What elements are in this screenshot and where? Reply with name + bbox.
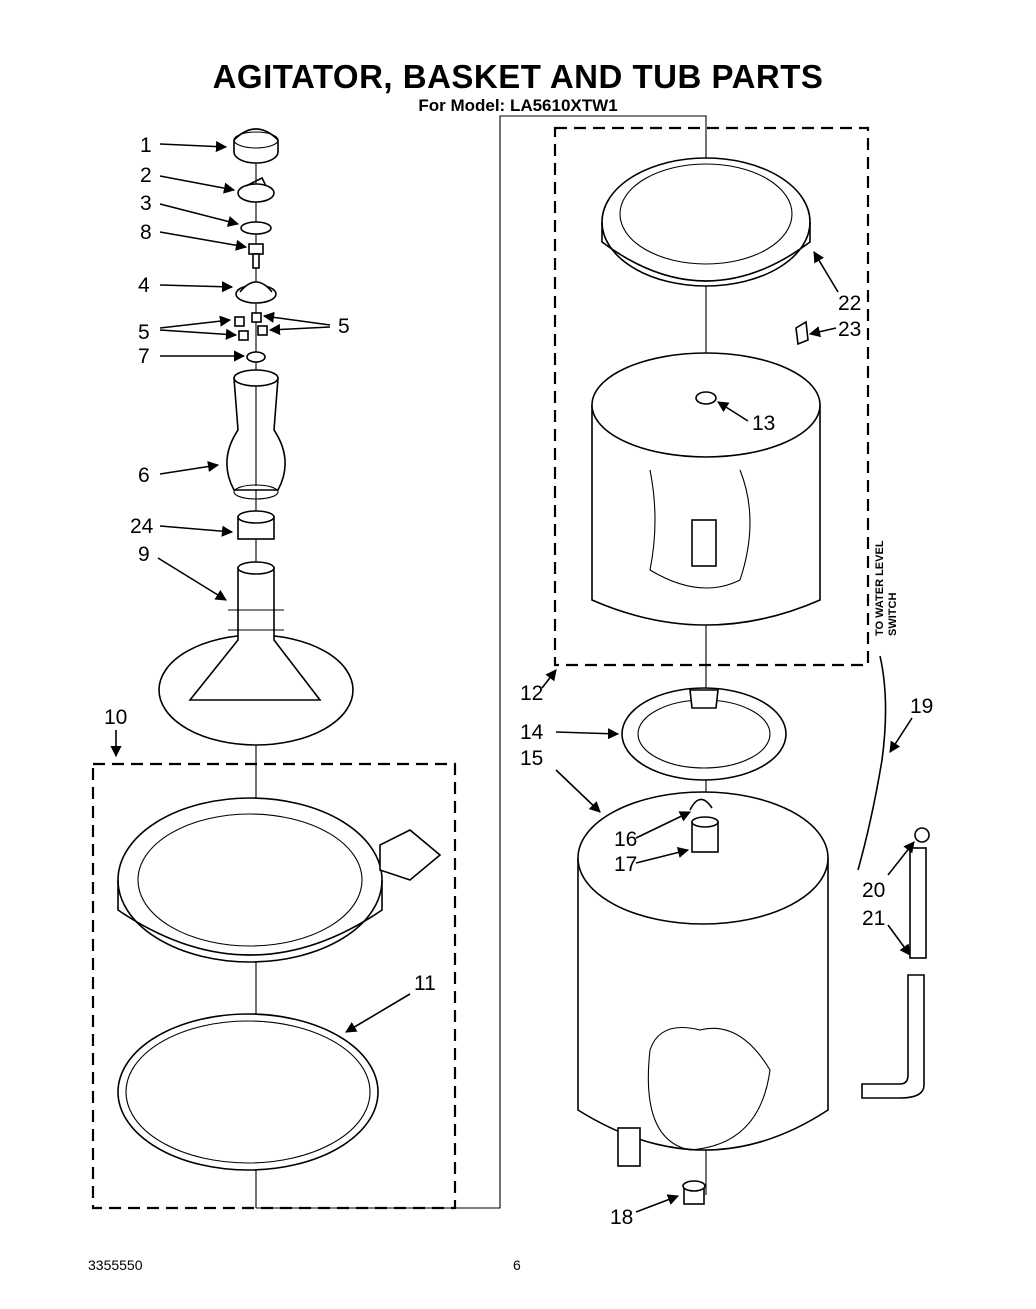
callout-3: 3 — [140, 192, 152, 215]
leader-23 — [808, 326, 837, 338]
water-level-note: TO WATER LEVEL SWITCH — [874, 540, 899, 636]
leader-24 — [159, 525, 234, 537]
leader-20 — [887, 841, 915, 876]
leader-22 — [813, 251, 839, 293]
leader-13 — [717, 401, 749, 422]
leader-5d — [268, 323, 331, 336]
leader-21 — [887, 924, 911, 956]
part-14-drive-plate — [621, 687, 787, 781]
part-6-agitator-barrel — [226, 369, 286, 500]
part-16-clip-ring — [689, 798, 713, 811]
part-5-dogs — [234, 312, 268, 341]
part-20-clamp — [914, 827, 930, 843]
callout-4: 4 — [138, 274, 150, 297]
leader-6 — [159, 461, 220, 475]
callout-20: 20 — [862, 879, 885, 902]
callout-5-left: 5 — [138, 321, 150, 344]
callout-19: 19 — [910, 695, 933, 718]
leader-5c — [262, 311, 331, 326]
part-1-agitator-cap — [233, 128, 279, 164]
part-7-washer — [246, 351, 266, 363]
part-19-pressure-hose — [857, 655, 887, 871]
group-box-10 — [91, 762, 457, 1210]
leader-9 — [157, 557, 227, 601]
leader-19 — [889, 717, 913, 753]
callout-10: 10 — [104, 706, 127, 729]
part-2-cover — [237, 176, 275, 203]
leader-2 — [159, 175, 236, 194]
part-4-cam — [235, 281, 277, 304]
side-note-line-1: TO WATER LEVEL — [874, 540, 886, 636]
side-note-line-2: SWITCH — [887, 593, 899, 636]
page-title: AGITATOR, BASKET AND TUB PARTS — [212, 58, 824, 95]
callout-12: 12 — [520, 682, 543, 705]
leader-11 — [345, 993, 411, 1033]
callout-8: 8 — [140, 221, 152, 244]
part-15-tub — [577, 791, 829, 1167]
leader-3 — [159, 203, 240, 227]
part-13-basket — [591, 352, 821, 626]
part-21-hose — [861, 847, 927, 1099]
leader-16 — [635, 811, 692, 839]
leader-17 — [635, 847, 690, 864]
model-subtitle: For Model: LA5610XTW1 — [418, 96, 618, 115]
callout-15: 15 — [520, 747, 543, 770]
leader-5b — [159, 328, 238, 340]
doc-number: 3355550 — [88, 1257, 143, 1273]
part-11-gasket — [117, 1013, 379, 1171]
callout-13: 13 — [752, 412, 775, 435]
page-number: 6 — [513, 1257, 521, 1273]
callout-18: 18 — [610, 1206, 633, 1229]
part-22-balance-ring — [601, 157, 811, 287]
group-box-12 — [553, 126, 870, 667]
callout-2: 2 — [140, 164, 152, 187]
part-3-ring — [240, 221, 272, 235]
part-23-clip — [795, 320, 809, 346]
callout-9: 9 — [138, 543, 150, 566]
part-24-bearing — [237, 510, 275, 540]
callout-17: 17 — [614, 853, 637, 876]
part-8-bolt — [248, 243, 264, 269]
leader-1 — [159, 140, 228, 153]
part-17-seal — [691, 816, 719, 853]
callout-11: 11 — [414, 972, 436, 995]
part-10-tub-ring — [117, 797, 442, 963]
callout-6: 6 — [138, 464, 150, 487]
leader-12 — [541, 669, 557, 689]
callout-24: 24 — [130, 515, 154, 538]
part-9-agitator-base — [158, 561, 354, 746]
callout-1: 1 — [140, 134, 152, 157]
leader-8 — [159, 231, 248, 251]
callout-22: 22 — [838, 292, 861, 315]
part-18-plug — [682, 1180, 706, 1205]
leader-4 — [159, 281, 234, 293]
leader-5a — [159, 315, 232, 329]
leader-15 — [555, 769, 601, 813]
leader-18 — [635, 1194, 680, 1213]
callout-21: 21 — [862, 907, 885, 930]
callout-14: 14 — [520, 721, 544, 744]
callout-5-right: 5 — [338, 315, 350, 338]
callout-23: 23 — [838, 318, 861, 341]
callout-16: 16 — [614, 828, 637, 851]
leader-14 — [555, 728, 620, 740]
callout-7: 7 — [138, 345, 150, 368]
